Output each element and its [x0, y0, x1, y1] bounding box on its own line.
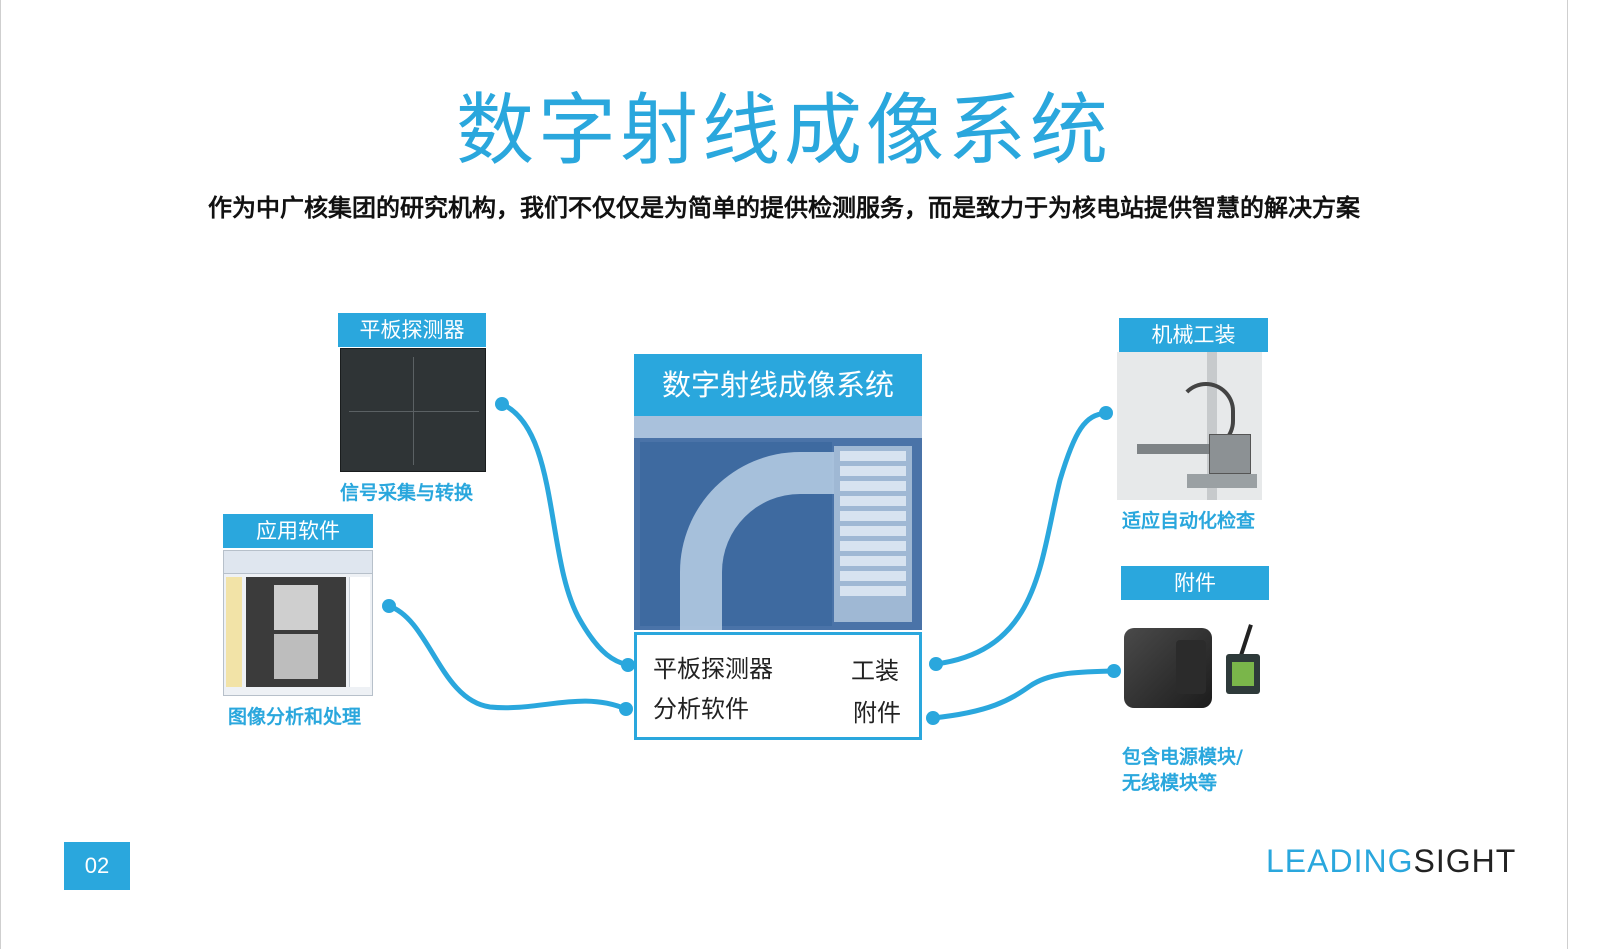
software-toolbar	[224, 551, 372, 574]
center-label-accessory: 附件	[853, 699, 901, 727]
fixture-tag: 机械工装	[1119, 318, 1268, 352]
brand-logo: LEADINGSIGHT	[1266, 843, 1516, 880]
fixture-cable	[1177, 382, 1235, 450]
connector-accessory	[930, 668, 1117, 721]
software-viewer	[246, 577, 346, 687]
connector-software	[386, 603, 629, 712]
accessory-caption-line1: 包含电源模块/	[1122, 746, 1243, 768]
page-subtitle: 作为中广核集团的研究机构，我们不仅仅是为简单的提供检测服务，而是致力于为核电站提…	[208, 193, 1360, 222]
connector-dot	[926, 711, 940, 725]
center-side-panel	[834, 446, 912, 622]
pipe-elbow-image	[680, 452, 850, 630]
connector-dot	[621, 658, 635, 672]
page-title: 数字射线成像系统	[455, 86, 1112, 176]
wireless-module-image	[1226, 654, 1260, 694]
center-labels: 平板探测器 分析软件 工装 附件	[634, 632, 922, 740]
antenna-image	[1239, 624, 1253, 656]
fixture-box	[1209, 434, 1251, 474]
flat-panel-detector-image	[340, 348, 486, 472]
connector-dot	[619, 702, 633, 716]
detector-caption: 信号采集与转换	[340, 482, 474, 504]
connector-detector	[499, 401, 631, 668]
fixture-caption: 适应自动化检查	[1122, 510, 1256, 532]
accessory-tag: 附件	[1121, 566, 1269, 600]
software-left-panel	[226, 577, 242, 687]
connector-dot	[382, 599, 396, 613]
software-caption: 图像分析和处理	[228, 706, 362, 728]
connector-dot	[495, 397, 509, 411]
page-number-badge: 02	[64, 842, 130, 890]
software-screenshot-image	[223, 550, 373, 696]
accessory-caption-line2: 无线模块等	[1122, 772, 1218, 794]
center-label-fixture: 工装	[851, 657, 899, 685]
center-screenshot-image	[634, 416, 922, 630]
connector-dot	[1099, 406, 1113, 420]
connector-dot	[1107, 664, 1121, 678]
software-side-panel	[349, 577, 370, 687]
detector-grid-line	[349, 411, 479, 412]
center-system-box: 数字射线成像系统 平板探测器 分析软件 工装 附件	[634, 354, 922, 740]
fixture-arm	[1137, 444, 1237, 454]
detector-tag: 平板探测器	[338, 313, 486, 347]
software-sample-top	[274, 585, 318, 630]
mechanical-fixture-image	[1117, 352, 1262, 500]
accessory-image	[1122, 620, 1272, 712]
center-label-detector: 平板探测器	[653, 655, 773, 683]
fixture-base	[1187, 474, 1257, 488]
software-tag: 应用软件	[223, 514, 373, 548]
center-menubar	[634, 416, 922, 438]
brand-part2: SIGHT	[1413, 843, 1517, 879]
center-header: 数字射线成像系统	[634, 354, 922, 416]
power-module-image	[1124, 628, 1212, 708]
center-xray-viewer	[640, 442, 850, 630]
software-sample-bottom	[274, 634, 318, 679]
connector-fixture	[933, 410, 1109, 667]
brand-part1: LEADING	[1266, 843, 1414, 879]
center-label-software: 分析软件	[653, 695, 749, 723]
connector-dot	[929, 657, 943, 671]
